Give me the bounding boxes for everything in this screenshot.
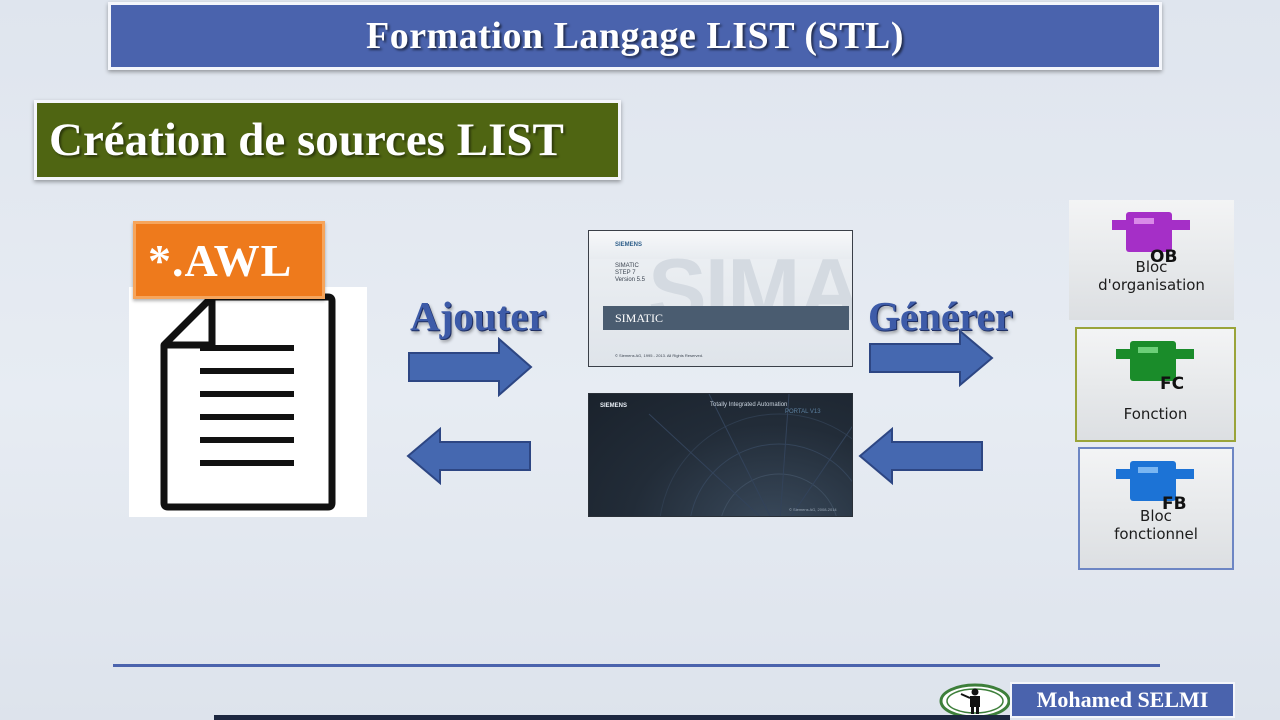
- arrow-left-export-icon: [406, 427, 531, 485]
- siemens-logo: SIEMENS: [615, 242, 643, 248]
- document-icon: [160, 293, 336, 511]
- step7-splash-screen: SIMA SIEMENS SIMATIC STEP 7 Version 5.5 …: [588, 230, 853, 367]
- step7-header: [589, 231, 852, 259]
- tia-tagline: Totally Integrated Automation: [710, 402, 788, 408]
- block-tag-fc: FC: [1160, 374, 1185, 394]
- step7-line: SIMATIC: [615, 263, 639, 269]
- tia-background-graphic: [648, 394, 852, 516]
- file-extension: *.AWL: [148, 234, 293, 286]
- section-title: Création de sources LIST: [49, 114, 564, 166]
- simatic-band-text: SIMATIC: [615, 310, 664, 325]
- arrow-left-back-icon: [858, 427, 983, 485]
- block-tile-ob: Bloc d'organisation: [1069, 200, 1234, 320]
- author-logo-icon: [939, 683, 1011, 719]
- block-label-ob-2: d'organisation: [1098, 276, 1205, 294]
- generate-label: Générer: [868, 293, 1013, 339]
- tia-copyright: © Siemens AG, 2008-2014: [789, 507, 837, 512]
- step7-line: Version 5.5: [615, 277, 646, 283]
- author-name: Mohamed SELMI: [1036, 687, 1209, 712]
- step7-line: STEP 7: [615, 270, 636, 276]
- step7-product-info: SIMATIC STEP 7 Version 5.5: [615, 263, 645, 284]
- arrow-right-generate-icon: [869, 329, 994, 387]
- title-banner: Formation Langage LIST (STL): [108, 2, 1162, 70]
- page-title: Formation Langage LIST (STL): [366, 15, 904, 57]
- block-label-fb-2: fonctionnel: [1114, 525, 1198, 543]
- author-banner: Mohamed SELMI: [1010, 682, 1235, 718]
- bottom-strip: [214, 715, 1010, 720]
- tia-product-name: PORTAL V13: [785, 409, 821, 415]
- block-label-ob-1: Bloc: [1135, 258, 1168, 276]
- arrow-right-add-icon: [408, 337, 533, 397]
- block-tile-fb: Bloc fonctionnel: [1078, 447, 1234, 570]
- block-tag-ob: OB: [1150, 247, 1178, 267]
- step7-copyright: © Siemens AG, 1995 - 2013. All Rights Re…: [615, 353, 704, 358]
- organization-block-icon: [1111, 212, 1190, 252]
- tia-portal-splash-screen: SIEMENS Totally Integrated Automation PO…: [588, 393, 853, 517]
- section-heading-box: Création de sources LIST: [34, 100, 621, 180]
- block-tag-fb: FB: [1162, 494, 1187, 514]
- simatic-band: SIMATIC: [603, 306, 849, 330]
- function-block-icon: [1116, 461, 1194, 501]
- block-label-fb-1: Bloc: [1140, 507, 1172, 525]
- file-extension-badge: *.AWL: [133, 221, 325, 299]
- block-label-fc: Fonction: [1123, 405, 1188, 423]
- block-tile-fc: Fonction: [1075, 327, 1236, 442]
- footer-divider: [113, 664, 1160, 667]
- function-icon: [1115, 341, 1194, 381]
- siemens-logo: SIEMENS: [600, 403, 628, 409]
- add-label: Ajouter: [410, 293, 547, 339]
